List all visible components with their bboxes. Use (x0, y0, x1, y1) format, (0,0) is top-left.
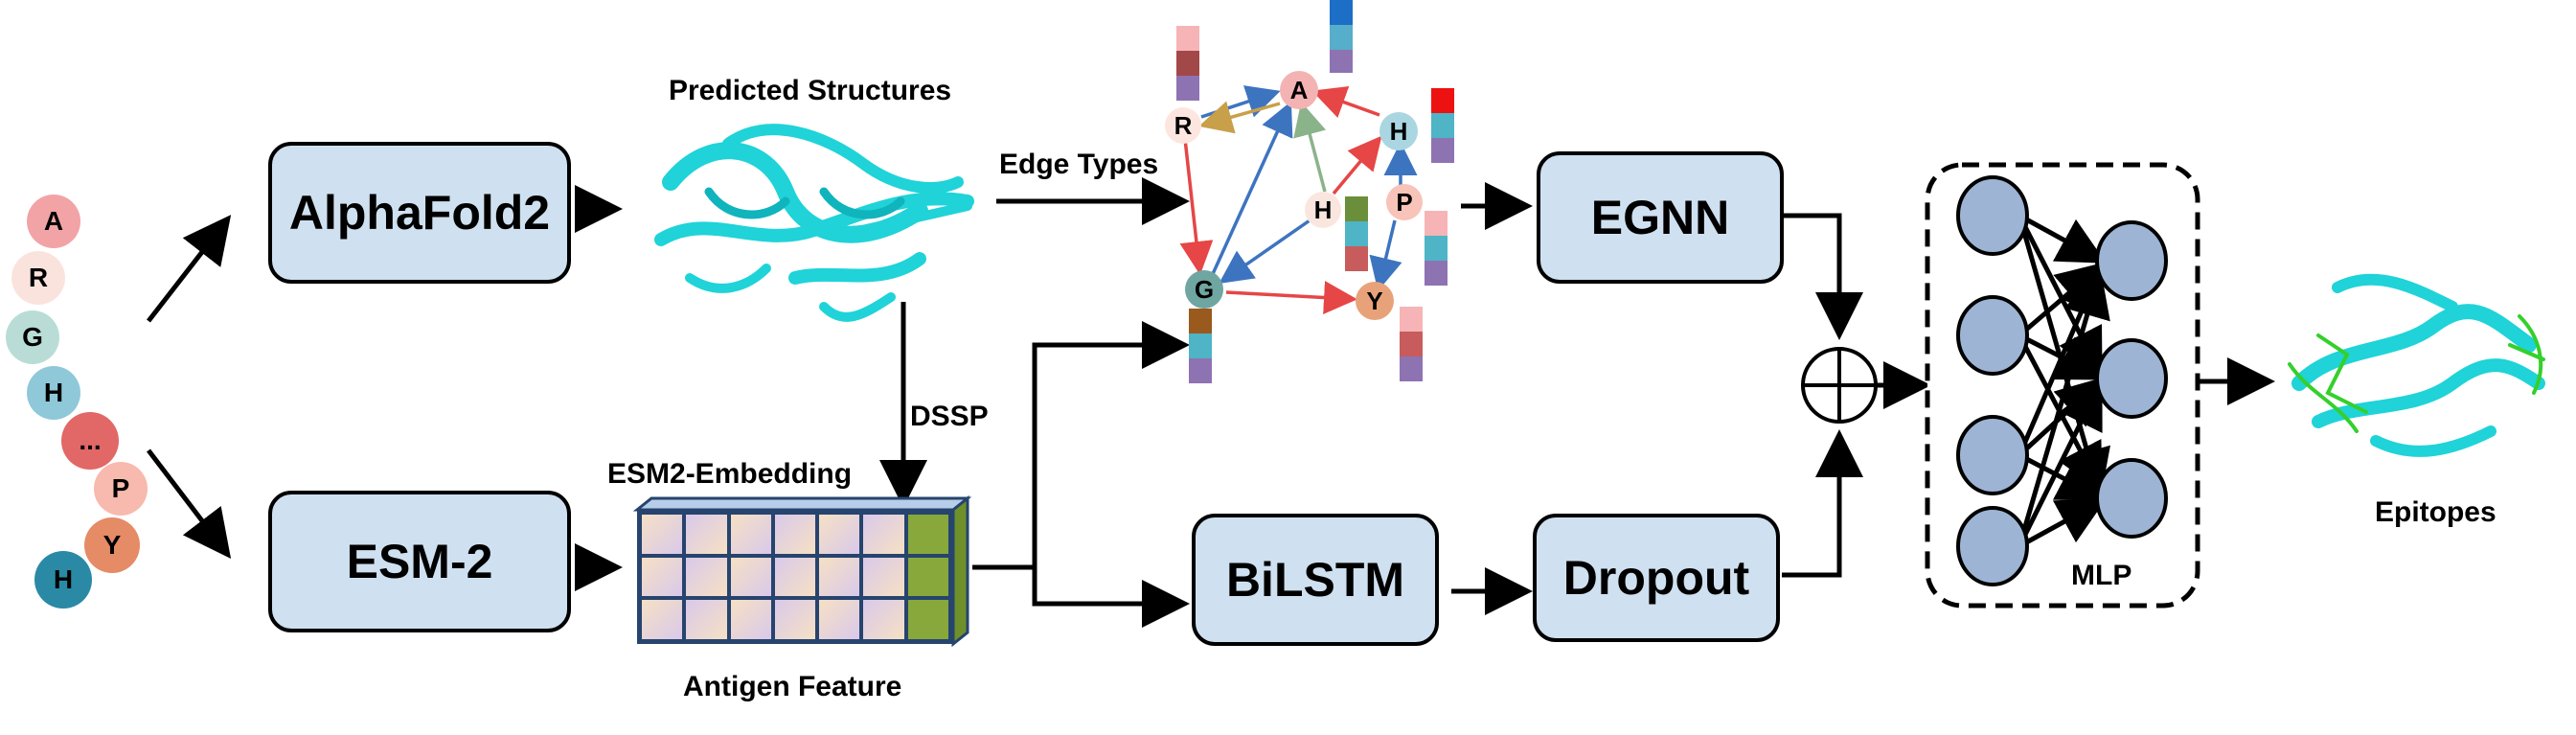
dropout-box: Dropout (1533, 514, 1780, 642)
arrow-egnn-to-concat (1782, 213, 1863, 340)
arrow-dropout-to-concat (1782, 429, 1863, 578)
embedding-cell (817, 513, 862, 556)
embedding-cell (640, 513, 685, 556)
epitope-structure-image (2288, 273, 2545, 457)
graph-node-a: A (1280, 71, 1318, 109)
graph-node-r: R (1165, 107, 1201, 144)
arrow-seq-to-alphafold (147, 215, 232, 323)
edge-types-label: Edge Types (999, 149, 1159, 180)
alphafold2-box: AlphaFold2 (268, 142, 571, 284)
sequence-residue-h2: H (34, 551, 92, 609)
embedding-cell (905, 555, 950, 599)
embedding-cell (640, 598, 685, 641)
embedding-cell (905, 513, 950, 556)
embedding-cell (728, 555, 773, 599)
embedding-cell (817, 555, 862, 599)
embedding-cell (772, 555, 818, 599)
graph-node-g: G (1185, 270, 1223, 309)
mlp-output-node (2095, 458, 2168, 539)
esm2-box: ESM-2 (268, 491, 571, 632)
esm2-embedding-front (637, 510, 953, 644)
mlp-input-node (1956, 295, 2029, 376)
arrow-embedding-fork (972, 321, 1190, 570)
embedding-cell (817, 598, 862, 641)
embedding-cell (684, 513, 729, 556)
concat-operator (1801, 347, 1878, 424)
embedding-cell (861, 598, 906, 641)
mlp-label: MLP (2071, 560, 2132, 591)
edge-types-graph (1179, 85, 1418, 314)
embedding-cell (728, 513, 773, 556)
mlp-output-node (2095, 338, 2168, 419)
arrow-embedding-to-bilstm (1032, 567, 1190, 628)
embedding-cell (905, 598, 950, 641)
embedding-cell (772, 513, 818, 556)
esm2-embedding-grid (632, 494, 972, 648)
embedding-cell (772, 598, 818, 641)
arrow-seq-to-esm (147, 448, 232, 559)
predicted-structure-image (654, 124, 974, 322)
esm2-embedding-label: ESM2-Embedding (607, 458, 853, 490)
embedding-cell (861, 555, 906, 599)
node-feature-bars (1176, 0, 1454, 383)
sequence-residue-r: R (11, 251, 65, 305)
dssp-label: DSSP (910, 401, 989, 432)
antigen-feature-label: Antigen Feature (683, 671, 902, 702)
mlp-input-node (1956, 415, 2029, 495)
mlp-nodes (1956, 175, 2168, 586)
bilstm-box: BiLSTM (1192, 514, 1439, 646)
graph-node-p: P (1386, 184, 1423, 220)
graph-node-h-top: H (1379, 112, 1418, 150)
sequence-residue-a: A (27, 195, 80, 248)
epitopes-label: Epitopes (2375, 496, 2496, 528)
sequence-residue-y: Y (84, 517, 140, 573)
mlp-input-node (1956, 175, 2029, 256)
embedding-cell (728, 598, 773, 641)
mlp-connections (2017, 213, 2110, 549)
egnn-box: EGNN (1537, 151, 1784, 284)
graph-node-y: Y (1356, 282, 1394, 320)
sequence-residue-p: P (94, 462, 148, 516)
embedding-cell (684, 598, 729, 641)
embedding-cell (861, 513, 906, 556)
graph-node-h-mid: H (1305, 192, 1341, 228)
embedding-cell (684, 555, 729, 599)
embedding-cell (640, 555, 685, 599)
sequence-residue-ellipsis: ... (61, 412, 119, 470)
sequence-residue-g: G (6, 310, 59, 364)
mlp-output-node (2095, 220, 2168, 301)
mlp-input-node (1956, 506, 2029, 586)
sequence-residue-h: H (27, 366, 80, 420)
predicted-structures-label: Predicted Structures (669, 75, 952, 106)
